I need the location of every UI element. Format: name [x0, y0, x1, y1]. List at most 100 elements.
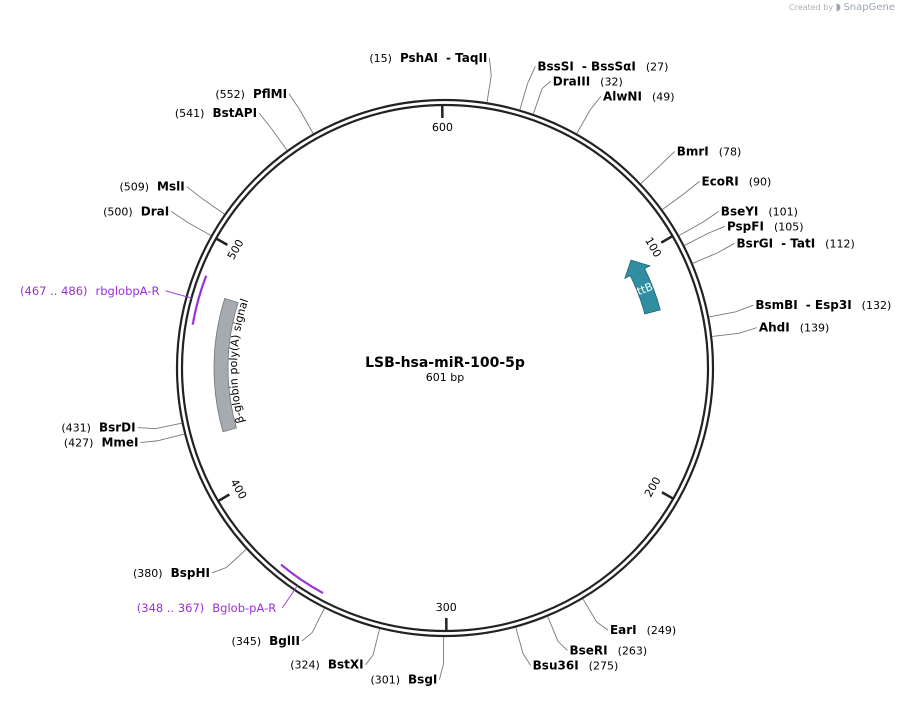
tick-label-600: 600 — [432, 121, 453, 134]
site-label: EarI(249) — [610, 623, 676, 637]
primer-arc — [280, 563, 324, 595]
site-label: AlwNI(49) — [603, 89, 675, 103]
tick-500 — [215, 237, 229, 246]
feature-arcs: attB2 β-globin poly(A) signal — [213, 259, 661, 433]
site-drai[interactable]: (500)DraI — [103, 204, 212, 236]
backbone-ring — [175, 98, 715, 638]
site-bstxi[interactable]: (324)BstXI — [290, 628, 381, 672]
primer-bglob-pa-r[interactable]: (348 .. 367)Bglob-pA-R — [137, 563, 324, 615]
site-leader — [201, 198, 225, 215]
site-leader — [226, 548, 247, 568]
site-leader — [547, 616, 559, 642]
site-bsphi[interactable]: (380)BspHI — [133, 548, 247, 580]
backbone-outer-strand — [175, 98, 715, 638]
tick-label-200: 200 — [642, 475, 664, 500]
site-label: BsmBI- Esp3I(132) — [755, 298, 891, 312]
site-leader-tail — [288, 93, 301, 111]
site-leader-tail — [717, 242, 735, 254]
site-leader-tail — [488, 57, 492, 76]
site-bsu36i[interactable]: Bsu36I(275) — [515, 627, 618, 672]
site-label: (500)DraI — [103, 204, 169, 218]
attb2-arrow-shape — [624, 259, 661, 315]
tick-label-100: 100 — [642, 235, 664, 260]
site-ahdi[interactable]: AhdI(139) — [712, 321, 829, 337]
site-leader — [515, 627, 524, 654]
site-bsrgi[interactable]: BsrGI- TatI(112) — [692, 236, 855, 264]
site-label: (431)BsrDI — [61, 421, 135, 435]
site-msli[interactable]: (509)MslI — [119, 180, 225, 215]
site-leader-tail — [186, 186, 203, 200]
site-label: (380)BspHI — [133, 566, 210, 580]
site-bstapi[interactable]: (541)BstAPI — [175, 106, 288, 151]
site-pshai[interactable]: (15)PshAI- TaqII — [369, 51, 492, 103]
backbone-inner-strand — [180, 103, 710, 633]
primer-leader — [281, 584, 299, 609]
site-leader — [712, 332, 740, 337]
site-bmri[interactable]: BmrI(78) — [640, 144, 741, 184]
site-leader-tail — [258, 112, 272, 129]
site-leader-tail — [365, 654, 374, 665]
site-leader-tail — [527, 66, 536, 84]
site-leader — [662, 193, 685, 210]
site-leader — [532, 88, 543, 115]
site-pflmi[interactable]: (552)PflMI — [215, 87, 314, 134]
site-leader — [576, 109, 591, 134]
site-label: (427)MmeI — [64, 436, 139, 450]
site-label: BseYI(101) — [721, 204, 798, 218]
site-label: (541)BstAPI — [175, 106, 257, 120]
site-alwni[interactable]: AlwNI(49) — [576, 89, 675, 134]
site-leader — [486, 75, 492, 103]
tick-100 — [660, 235, 674, 244]
site-leader-tail — [140, 440, 159, 444]
site-leader — [640, 164, 661, 184]
site-leader-tail — [438, 663, 444, 680]
site-label: (15)PshAI- TaqII — [369, 51, 487, 65]
site-leader — [155, 422, 182, 430]
credit-prefix: Created by — [789, 3, 834, 12]
site-bsgi[interactable]: (301)BsgI — [370, 636, 445, 687]
primer-rbglobpa-r[interactable]: (467 .. 486)rbglobpA-R — [20, 275, 208, 325]
site-leader-tail — [596, 621, 609, 631]
site-leader — [372, 628, 381, 656]
site-eari[interactable]: EarI(249) — [582, 598, 676, 637]
site-draiii[interactable]: DraIII(32) — [532, 74, 623, 115]
plasmid-name: LSB-hsa-miR-100-5p — [365, 355, 525, 371]
site-pspfi[interactable]: PspFI(105) — [684, 219, 804, 246]
site-label: (345)BglII — [232, 634, 300, 648]
plasmid-size: 601 bp — [426, 371, 464, 384]
site-label: AhdI(139) — [759, 321, 829, 335]
primer-leader — [165, 290, 193, 299]
credit-brand: SnapGene — [843, 2, 895, 13]
primer-label: (467 .. 486)rbglobpA-R — [20, 284, 159, 298]
feature-globin-poly-a-signal[interactable]: β-globin poly(A) signal — [213, 293, 251, 433]
site-bseyi[interactable]: BseYI(101) — [678, 204, 798, 236]
site-bsmbi[interactable]: BsmBI- Esp3I(132) — [709, 298, 891, 318]
site-label: EcoRI(90) — [702, 174, 772, 188]
site-leader-tail — [522, 653, 532, 666]
restriction-sites: (15)PshAI- TaqII BssSI- BssSαI(27)DraIII(… — [61, 51, 891, 687]
site-leader — [299, 109, 314, 134]
site-leader-tail — [301, 632, 313, 642]
site-leader-tail — [170, 210, 188, 223]
site-bglii[interactable]: (345)BglII — [232, 608, 325, 648]
site-leader-tail — [683, 181, 700, 194]
site-leader-tail — [557, 641, 568, 651]
site-leader — [692, 252, 718, 264]
site-mmei[interactable]: (427)MmeI — [64, 433, 185, 450]
polya-arc-shape — [213, 297, 239, 433]
site-leader — [684, 232, 709, 246]
site-leader-tail — [702, 210, 720, 223]
site-bsrdi[interactable]: (431)BsrDI — [61, 421, 182, 435]
tick-label-500: 500 — [225, 237, 247, 262]
site-bseri[interactable]: BseRI(263) — [547, 616, 647, 658]
site-leader — [157, 433, 185, 442]
tick-label-300: 300 — [436, 601, 457, 614]
site-leader-tail — [735, 304, 754, 313]
feature-attb2[interactable]: attB2 — [624, 259, 661, 315]
site-label: DraIII(32) — [553, 74, 623, 88]
site-leader — [270, 128, 288, 151]
site-bsssi[interactable]: BssSI- BssSαI(27) — [519, 59, 669, 110]
tick-200 — [661, 491, 674, 500]
site-ecori[interactable]: EcoRI(90) — [662, 174, 772, 210]
